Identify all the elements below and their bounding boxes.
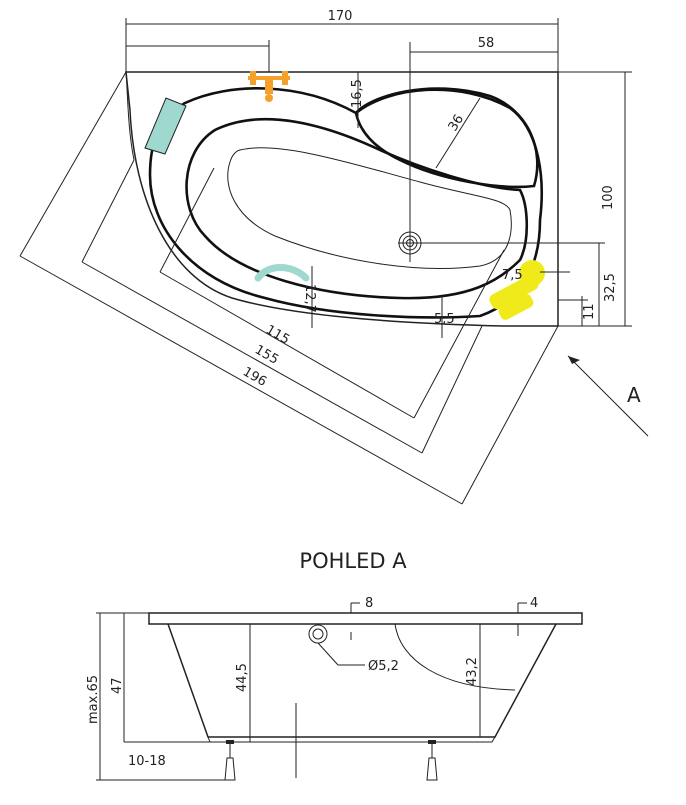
- height-max-label: max.65: [86, 675, 101, 724]
- feet-range-label: 10-18: [128, 754, 166, 769]
- dim-11-label: 11: [582, 303, 597, 320]
- dim-100-label: 100: [601, 185, 616, 210]
- plan-view: 170 58 16,5 36 100 32,5 11 7,5 5,5: [19, 9, 649, 505]
- faucet-icon: [248, 71, 290, 102]
- tub-rim: [148, 612, 583, 625]
- tub-outer-rim: [125, 71, 559, 327]
- headrest: [144, 97, 187, 155]
- rim-left-edge: [125, 71, 135, 161]
- dim-16-5-label: 16,5: [350, 79, 365, 108]
- rim-4-label: 4: [530, 596, 538, 611]
- logo-badge: [489, 260, 545, 320]
- dim-7-5-label: 7,5: [502, 268, 523, 283]
- basin-floor: [227, 147, 512, 269]
- view-a-marker: A: [627, 383, 641, 407]
- dim-36-label: 36: [446, 112, 467, 134]
- dim-12-7-label: 12,7: [302, 284, 317, 313]
- drain-leader: [317, 642, 339, 666]
- basin-inner-contour: [185, 117, 529, 300]
- rim-8-label: 8: [365, 596, 373, 611]
- dim-170-label: 170: [328, 9, 353, 24]
- view-a-arrow: [567, 355, 649, 437]
- tub-base: [207, 736, 496, 743]
- drain-diameter-label: Ø5,2: [368, 659, 399, 674]
- tub-body: [167, 623, 557, 738]
- height-47-label: 47: [110, 677, 125, 694]
- view-title: POHLED A: [299, 549, 407, 573]
- basin-outer-contour: [148, 87, 543, 319]
- depth-43-2-label: 43,2: [465, 657, 480, 686]
- dim-5-5-label: 5,5: [434, 312, 455, 327]
- grab-handle: [254, 264, 310, 282]
- view-a-arrowhead: [568, 356, 580, 364]
- diagonal-dimensions: [19, 71, 559, 505]
- inner-arc: [394, 623, 516, 691]
- dim-196-label: 196: [240, 364, 269, 389]
- depth-44-5-label: 44,5: [235, 663, 250, 692]
- foot-right: [426, 740, 438, 781]
- foot-left: [224, 740, 236, 781]
- overflow-drain-icon: [308, 624, 328, 644]
- dim-155-label: 155: [252, 342, 281, 367]
- dim-line-36: [435, 97, 481, 169]
- side-view: Ø5,2 8 4 44,5 43,2 47 max.65 10-18: [86, 596, 583, 781]
- dim-32-5-label: 32,5: [603, 273, 618, 302]
- side-basin: [354, 87, 539, 189]
- dim-58-label: 58: [478, 36, 495, 51]
- dim-115-label: 115: [263, 322, 292, 347]
